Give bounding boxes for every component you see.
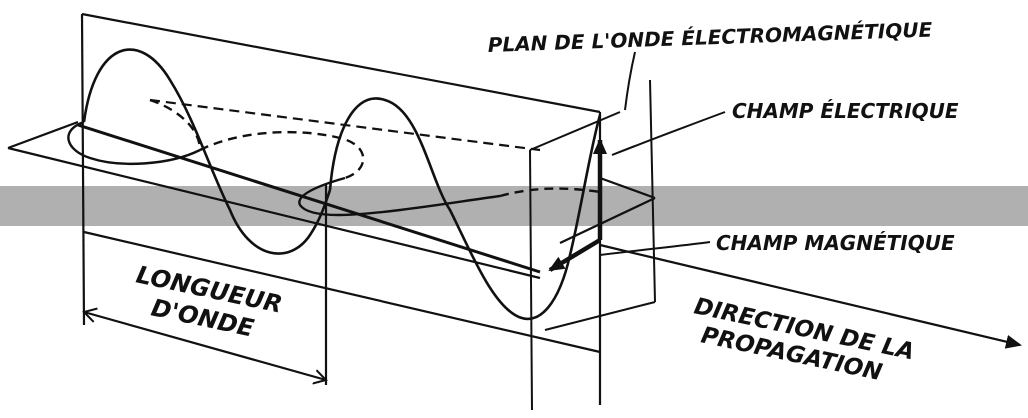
direction-label: DIRECTION DE LA PROPAGATION: [692, 293, 917, 386]
wavelength-dimension: [84, 185, 326, 385]
field-arrows: [548, 138, 607, 272]
gray-band: [0, 186, 1028, 226]
propagation-axis: [77, 123, 1022, 349]
electric-field-label: CHAMP ÉLECTRIQUE: [732, 99, 959, 123]
front-plane: [529, 79, 656, 411]
plane-label: PLAN DE L'ONDE ÉLECTROMAGNÉTIQUE: [487, 17, 933, 57]
magnetic-wave: [67, 98, 601, 217]
leader-lines: [599, 51, 726, 256]
electric-wave: [82, 48, 602, 321]
magnetic-field-label: CHAMP MAGNÉTIQUE: [716, 231, 955, 255]
magnetic-field-arrow: [548, 238, 602, 272]
